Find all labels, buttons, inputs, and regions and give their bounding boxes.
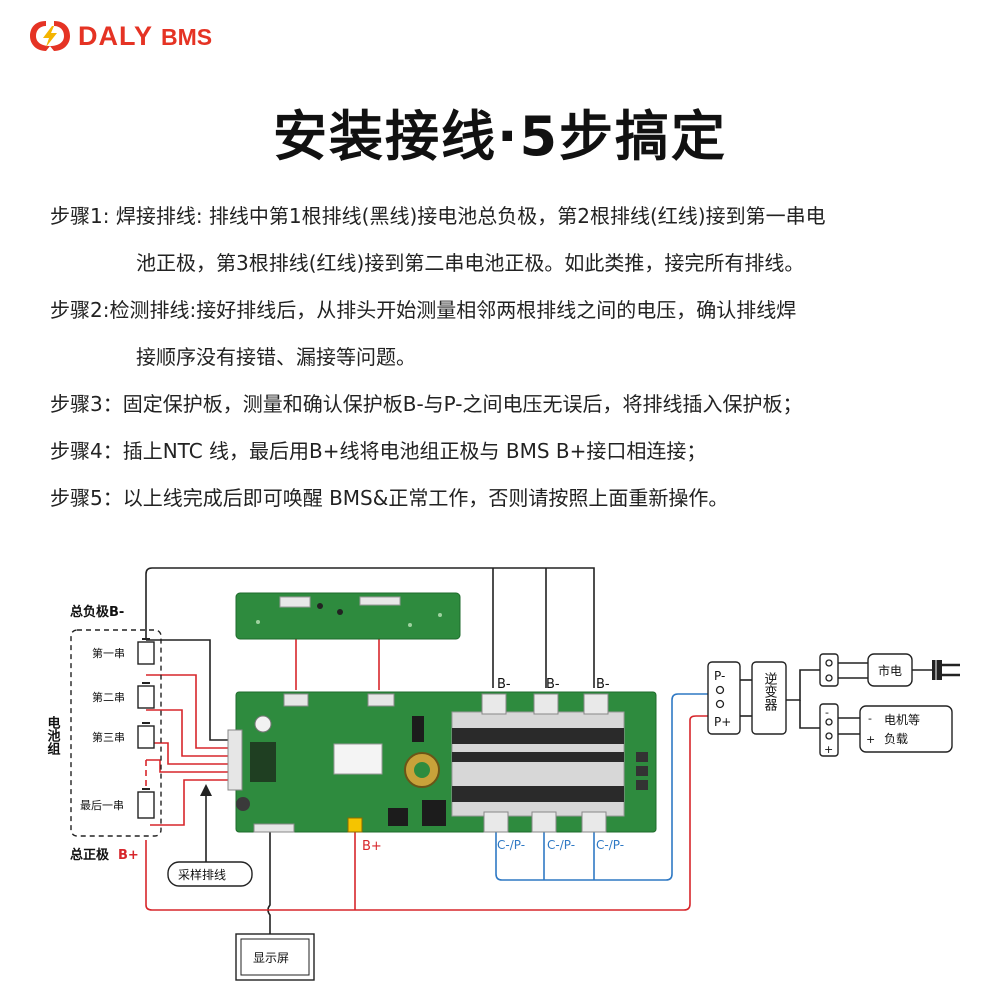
b-minus-terminals: B- B- B- — [481, 677, 610, 715]
step-1: 步骤1: 焊接排线: 排线中第1根排线(黑线)接电池总负极，第2根排线(红线)接… — [50, 205, 970, 275]
battery-pack-label: 电池组 — [45, 715, 61, 756]
c-p-label-3: C-/P- — [596, 838, 624, 852]
mains-socket: 市电 — [819, 653, 960, 687]
c-p-label-1: C-/P- — [497, 838, 525, 852]
load-label-line-1: 电机等 — [884, 713, 920, 727]
step-5: 步骤5：以上线完成后即可唤醒 BMS&正常工作，否则请按照上面重新操作。 — [50, 487, 970, 510]
step-3-line-1: 步骤3：固定保护板，测量和确认保护板B-与P-之间电压无误后，将排线插入保护板； — [50, 392, 803, 416]
cell-1: 第一串 — [92, 638, 155, 665]
steps-list: 步骤1: 焊接排线: 排线中第1根排线(黑线)接电池总负极，第2根排线(红线)接… — [50, 205, 970, 534]
total-positive-label: 总正极 — [70, 847, 110, 863]
load-inner-plus: + — [866, 733, 875, 746]
inverter-label: 逆变器 — [762, 671, 778, 712]
black-wires — [145, 567, 932, 935]
sampling-cable-box — [167, 861, 253, 887]
bms-board — [227, 691, 657, 833]
brand-name: DALY — [78, 20, 154, 51]
cell-3: 第三串 — [92, 722, 155, 749]
load-inner-minus: - — [868, 712, 872, 725]
brand-logo: DALY BMS — [28, 18, 212, 54]
display-box — [235, 933, 315, 981]
b-minus-label-1: B- — [497, 677, 511, 692]
display-inner — [240, 938, 310, 976]
red-wires — [145, 605, 708, 911]
cell-3-label: 第三串 — [92, 730, 125, 744]
sampling-cable-label: 采样排线 — [178, 867, 226, 882]
blue-wires — [495, 693, 708, 881]
load-minus-sign: - — [825, 706, 829, 719]
battery-pack-label-text: 电池组 — [45, 715, 61, 756]
c-p-terminals: C-/P- C-/P- C-/P- — [483, 811, 624, 852]
step-4-line-1: 步骤4：插上NTC 线，最后用B+线将电池组正极与 BMS B+接口相连接； — [50, 439, 707, 463]
step-4: 步骤4：插上NTC 线，最后用B+线将电池组正极与 BMS B+接口相连接； — [50, 440, 970, 463]
c-p-label-2: C-/P- — [547, 838, 575, 852]
load-socket: - + - + 电机等 负载 — [819, 703, 953, 757]
board-b-plus-label: B+ — [362, 839, 382, 854]
brand-suffix: BMS — [161, 23, 213, 50]
cell-2-label: 第二串 — [92, 690, 125, 704]
step-2-line-1: 步骤2:检测排线:接好排线后，从排头开始测量相邻两根排线之间的电压，确认排线焊 — [50, 298, 797, 322]
display-label: 显示屏 — [253, 951, 289, 965]
p-plus-label: P+ — [714, 715, 731, 729]
step-1-line-2: 池正极，第3根排线(红线)接到第二串电池正极。如此类推，接完所有排线。 — [136, 251, 805, 275]
step-2: 步骤2:检测排线:接好排线后，从排头开始测量相邻两根排线之间的电压，确认排线焊 … — [50, 299, 970, 369]
total-negative-label: 总负极B- — [70, 604, 124, 620]
inverter-box: 逆变器 — [751, 661, 787, 735]
step-5-line-1: 步骤5：以上线完成后即可唤醒 BMS&正常工作，否则请按照上面重新操作。 — [50, 486, 729, 510]
page-title: 安装接线·5步搞定 — [272, 105, 728, 168]
mains-label: 市电 — [878, 663, 902, 678]
load-plus-sign: + — [824, 743, 833, 756]
cell-last: 最后一串 — [80, 788, 155, 819]
display-board — [235, 592, 461, 640]
step-2-line-2: 接顺序没有接错、漏接等问题。 — [136, 345, 416, 369]
plug-icon — [932, 658, 960, 682]
step-1-line-1: 步骤1: 焊接排线: 排线中第1根排线(黑线)接电池总负极，第2根排线(红线)接… — [50, 204, 826, 228]
p-minus-label: P- — [714, 669, 725, 683]
battery-pack-box — [70, 629, 162, 837]
b-minus-label-2: B- — [546, 677, 560, 692]
step-3: 步骤3：固定保护板，测量和确认保护板B-与P-之间电压无误后，将排线插入保护板； — [50, 393, 970, 416]
load-label-line-2: 负载 — [884, 732, 908, 746]
total-positive-pole: B+ — [118, 848, 139, 863]
cells: 第一串 第二串 第三串 最后一串 — [80, 638, 155, 819]
cell-last-label: 最后一串 — [80, 799, 124, 812]
cell-1-label: 第一串 — [92, 646, 125, 660]
sampling-arrow-icon — [200, 784, 212, 796]
cell-2: 第二串 — [92, 682, 155, 709]
output-terminal-box: P- P+ — [707, 661, 741, 735]
daly-logo-icon — [30, 21, 70, 51]
b-minus-label-3: B- — [596, 677, 610, 692]
